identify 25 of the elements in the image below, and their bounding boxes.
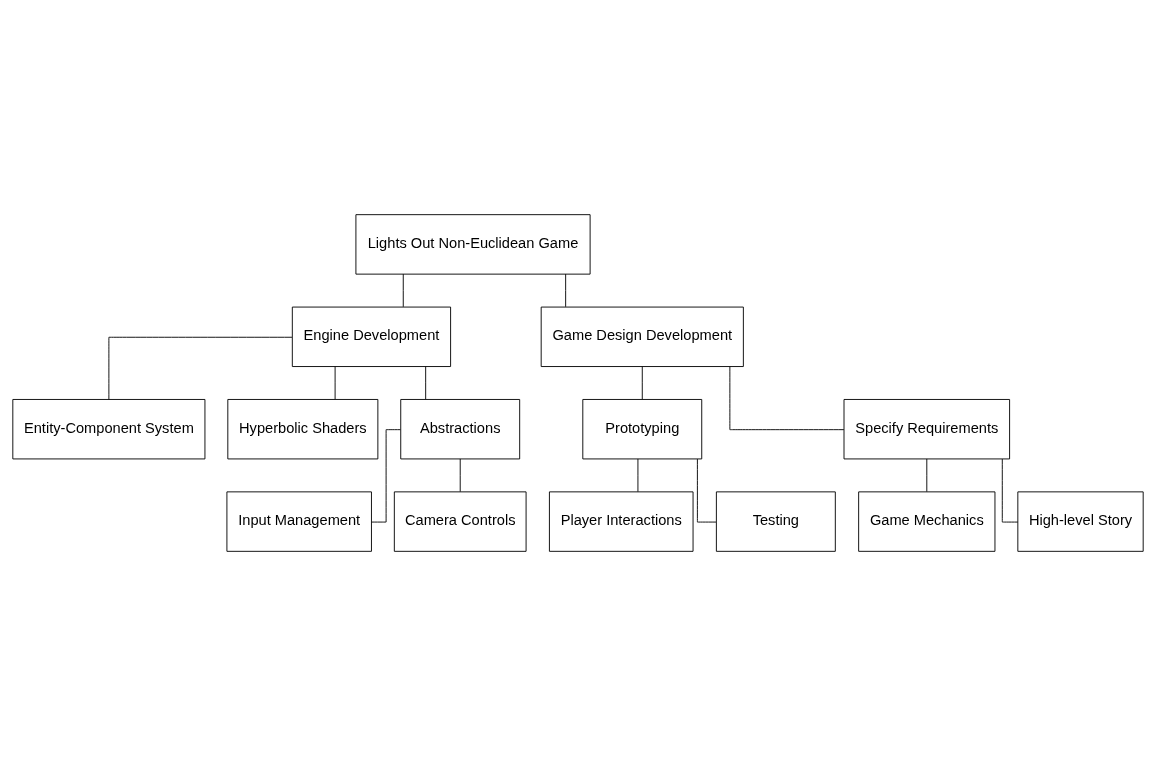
connector: [459, 458, 461, 492]
node-box: Game Mechanics: [858, 490, 996, 552]
node-box: Game Design Development: [540, 306, 744, 367]
node-box: Testing: [715, 490, 836, 552]
connector: [565, 273, 567, 307]
connector: [425, 365, 427, 400]
node-box: Prototyping: [582, 398, 703, 459]
node-box: Lights Out Non-Euclidean Game: [355, 213, 591, 275]
node-box: Hyperbolic Shaders: [227, 398, 379, 459]
connector: [729, 365, 845, 430]
connector: [108, 336, 293, 400]
node-box: Specify Requirements: [843, 398, 1011, 459]
connector: [641, 365, 643, 400]
connector: [696, 458, 717, 522]
node-box: Abstractions: [400, 398, 521, 459]
node-box: Entity-Component System: [12, 398, 206, 459]
node-box: High-level Story: [1017, 490, 1144, 552]
connector: [637, 458, 639, 492]
connector: [334, 365, 336, 400]
connector: [402, 273, 404, 307]
node-box: Engine Development: [291, 306, 452, 367]
connector: [926, 458, 928, 492]
node-box: Camera Controls: [393, 490, 527, 552]
node-box: Player Interactions: [548, 490, 694, 552]
node-box: Input Management: [226, 490, 372, 552]
